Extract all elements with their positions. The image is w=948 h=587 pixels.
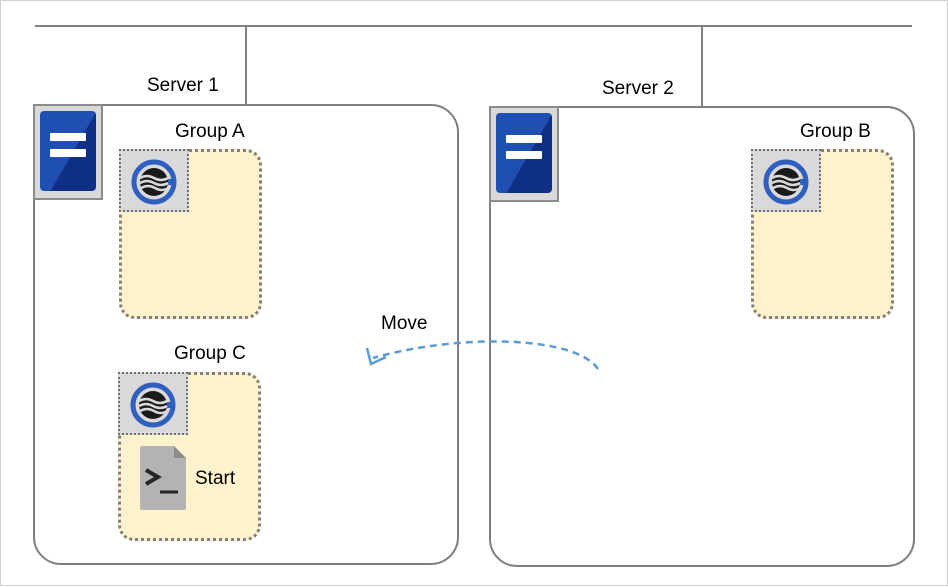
script-start-label: Start: [195, 468, 236, 489]
server-1-icon: [33, 104, 103, 200]
server-1-label: Server 1: [147, 75, 219, 96]
script-terminal-icon: [140, 446, 186, 510]
server-2-icon: [489, 106, 559, 202]
group-c-label: Group C: [174, 343, 246, 364]
move-label: Move: [381, 313, 428, 334]
server-2-label: Server 2: [602, 78, 674, 99]
cluster-g-icon: [118, 372, 188, 435]
group-b-label: Group B: [800, 121, 871, 142]
group-a-label: Group A: [175, 121, 245, 142]
cluster-g-icon: [751, 149, 821, 212]
cluster-g-icon: [119, 149, 189, 212]
